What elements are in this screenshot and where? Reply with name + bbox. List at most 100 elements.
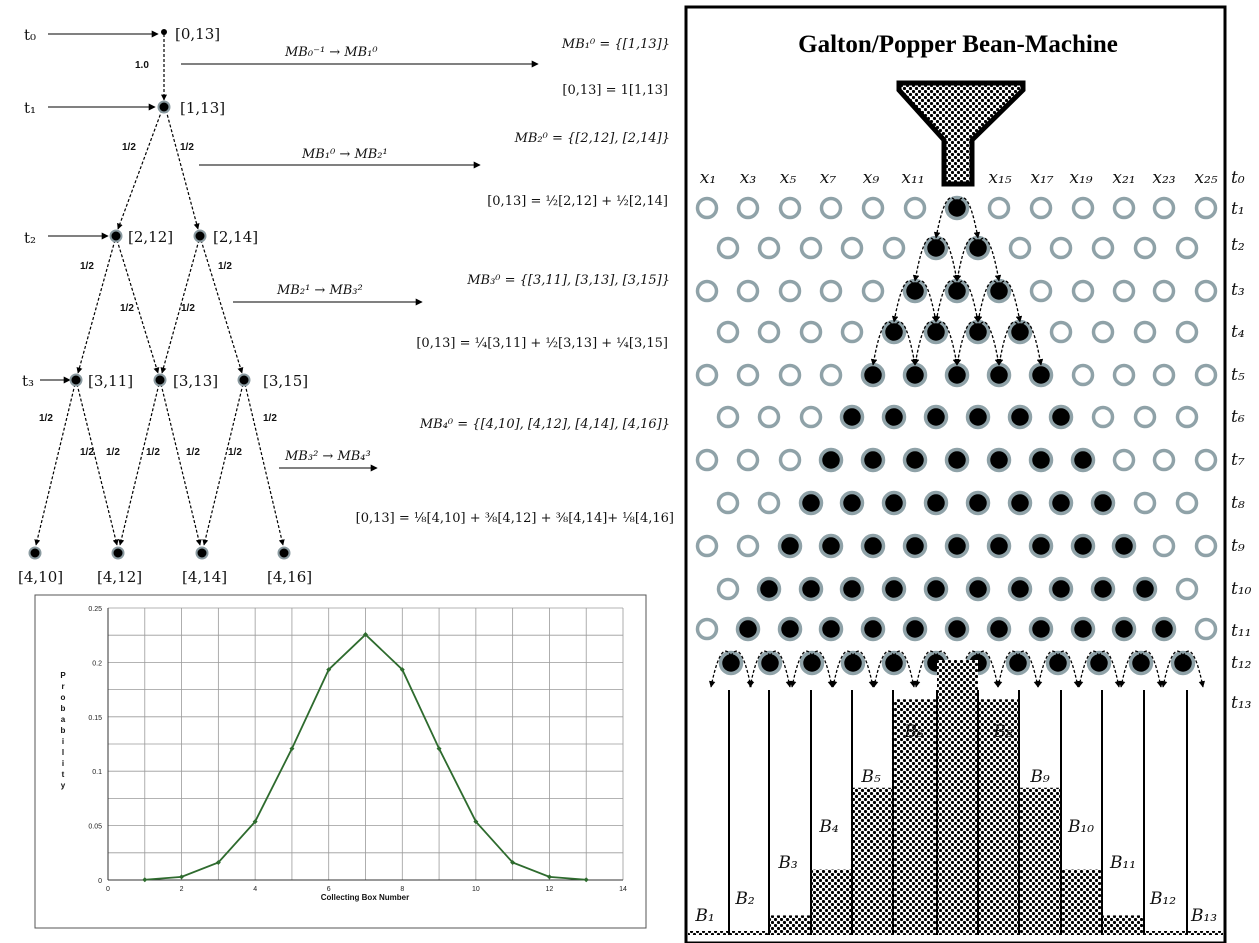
empty-pin — [799, 236, 823, 260]
empty-pin — [1112, 448, 1136, 472]
data-point — [583, 877, 589, 883]
bean-path-arc — [935, 321, 960, 366]
ylabel-letter: o — [61, 693, 66, 702]
position-label: x₂₁ — [1112, 168, 1135, 188]
empty-pin — [1152, 196, 1176, 220]
tree-edge — [34, 383, 76, 546]
bean-path-arc — [977, 650, 1001, 688]
bean-path-arc — [933, 280, 958, 323]
empty-pin — [695, 363, 719, 387]
empty-pin — [819, 279, 843, 303]
transition-label: MB₂¹ → MB₃² — [276, 283, 363, 298]
position-label: x₁₁ — [901, 168, 924, 188]
node-label: [4,14] — [182, 568, 227, 586]
filled-pin — [1007, 319, 1033, 345]
empty-pin — [778, 279, 802, 303]
empty-pin — [736, 279, 760, 303]
transition-label: MB₀⁻¹ → MB₁⁰ — [284, 45, 378, 60]
position-label: x₁ — [700, 168, 716, 188]
empty-pin — [903, 196, 927, 220]
node-label: [3,13] — [173, 372, 218, 390]
tree-node — [153, 373, 167, 387]
empty-pin — [1071, 196, 1095, 220]
bean-path-arc — [912, 321, 937, 366]
filled-pin — [923, 490, 949, 516]
filled-pin — [902, 362, 928, 388]
filled-pin — [860, 616, 886, 642]
filled-pin — [1007, 490, 1033, 516]
empty-pin — [778, 363, 802, 387]
node-label: [0,13] — [175, 25, 220, 43]
chart-xlabel: Collecting Box Number — [321, 893, 409, 902]
filled-pin — [1111, 616, 1137, 642]
box-label: B₁₁ — [1109, 853, 1136, 873]
tree-node — [111, 546, 125, 560]
bean-path-arc — [893, 650, 917, 688]
empty-pin — [1112, 279, 1136, 303]
empty-pin — [778, 196, 802, 220]
bean-path-arc — [769, 650, 793, 688]
filled-pin — [965, 404, 991, 430]
empty-pin — [716, 236, 740, 260]
bean-path-arc — [1140, 650, 1164, 688]
empty-pin — [799, 320, 823, 344]
filled-pin — [839, 490, 865, 516]
bean-path-arc — [871, 650, 895, 688]
transition-label: MB₃² → MB₄³ — [284, 449, 371, 464]
data-point — [473, 819, 479, 825]
empty-pin — [1091, 236, 1115, 260]
empty-pin — [1175, 405, 1199, 429]
bin-fill — [1187, 931, 1223, 935]
empty-pin — [882, 236, 906, 260]
data-point — [363, 632, 368, 638]
empty-pin — [1112, 196, 1136, 220]
empty-pin — [716, 491, 740, 515]
node-label: [2,12] — [128, 228, 173, 246]
data-point — [179, 874, 185, 880]
filled-pin — [718, 650, 744, 676]
node-label: [1,13] — [180, 99, 225, 117]
filled-pin — [1028, 447, 1054, 473]
tree-edge — [118, 383, 160, 546]
bin-fill — [978, 699, 1019, 935]
box-label: B₂ — [734, 889, 754, 909]
equation: [0,13] = ¼[3,11] + ½[3,13] + ¼[3,15] — [416, 336, 668, 351]
filled-pin — [1132, 576, 1158, 602]
set-definition: MB₄⁰ = {[4,10], [4,12], [4,14], [4,16]} — [419, 417, 670, 432]
data-point — [252, 819, 258, 825]
tree-edge — [76, 383, 119, 546]
box-label: B₅ — [860, 767, 880, 787]
time-label: t₆ — [1231, 407, 1245, 427]
y-tick-label: 0.2 — [92, 660, 102, 667]
bin-fill — [893, 699, 937, 935]
edge-prob: 1/2 — [228, 447, 242, 458]
funnel-hopper — [896, 80, 1026, 187]
tree-edge — [244, 383, 285, 546]
filled-pin — [798, 490, 824, 516]
empty-pin — [799, 405, 823, 429]
filled-pin — [777, 533, 803, 559]
box-label: B₆ — [903, 722, 923, 742]
empty-pin — [1194, 196, 1218, 220]
bin-fill — [1102, 915, 1144, 935]
position-label: x₁₇ — [1030, 168, 1053, 188]
tree-time-label: t₂ — [24, 229, 36, 247]
time-label: t₁₃ — [1231, 693, 1252, 713]
bean-path-arc — [933, 197, 958, 239]
set-definition: MB₃⁰ = {[3,11], [3,13], [3,15]} — [466, 273, 670, 288]
position-label: x₉ — [863, 168, 880, 188]
edge-prob: 1/2 — [106, 447, 120, 458]
bean-path-arc — [977, 237, 1002, 282]
empty-pin — [695, 534, 719, 558]
bean-path-arc — [996, 321, 1021, 366]
position-label: x₂₅ — [1194, 168, 1217, 188]
filled-pin — [818, 447, 844, 473]
x-tick-label: 6 — [327, 886, 331, 893]
empty-pin — [840, 236, 864, 260]
equation: [0,13] = ⅛[4,10] + ⅜[4,12] + ⅜[4,14]+ ⅛[… — [356, 511, 674, 526]
filled-pin — [1086, 650, 1112, 676]
bean-path-arc — [935, 650, 959, 688]
